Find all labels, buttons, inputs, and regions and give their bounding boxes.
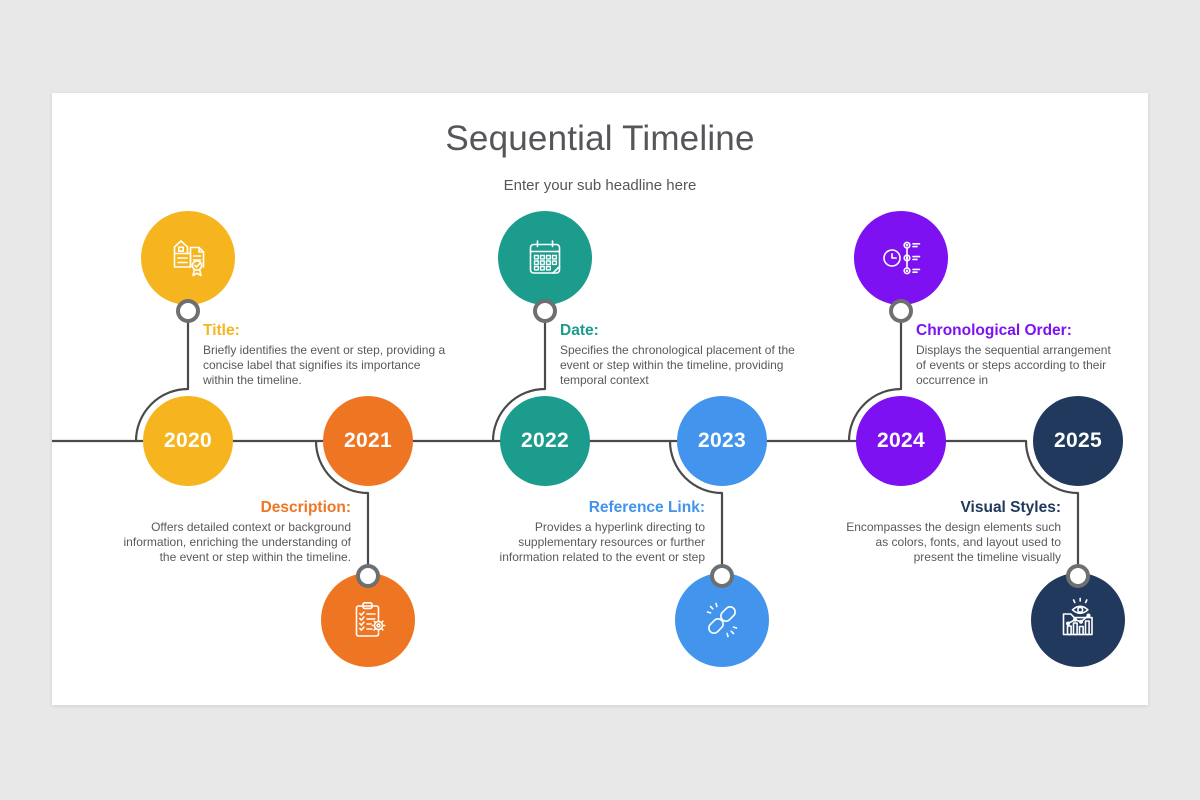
year-label: 2023 [698,429,746,452]
milestone-label: Chronological Order: [916,322,1072,339]
page-subtitle: Enter your sub headline here [503,177,697,194]
year-badge-2023: 2023 [677,396,767,486]
milestone-label: Reference Link: [588,499,705,516]
milestone-description: Provides a hyperlink directing to supple… [499,520,705,564]
milestone-label: Description: [260,499,351,516]
milestone-text-2020: Title: Briefly identifies the event or s… [203,321,449,388]
milestone-description: Specifies the chronological placement of… [560,343,795,387]
page-title: Sequential Timeline [445,119,755,158]
certificate-badge-icon [141,211,235,305]
milestone-description: Briefly identifies the event or step, pr… [203,343,446,387]
year-badge-2020: 2020 [143,396,233,486]
milestone-description: Offers detailed context or background in… [123,520,351,564]
milestone-text-2023: Reference Link: Provides a hyperlink dir… [473,498,705,565]
year-label: 2025 [1054,429,1102,452]
milestone-label: Date: [560,322,599,339]
year-badge-2024: 2024 [856,396,946,486]
milestone-text-2025: Visual Styles: Encompasses the design el… [841,498,1061,565]
slide-card: Sequential Timeline Enter your sub headl… [52,93,1148,705]
year-label: 2020 [164,429,212,452]
milestone-text-2024: Chronological Order: Displays the sequen… [916,321,1116,388]
folder-analytics-eye-icon [1031,573,1125,667]
milestone-description: Displays the sequential arrangement of e… [916,343,1111,387]
clock-sequence-icon [854,211,948,305]
year-badge-2025: 2025 [1033,396,1123,486]
milestone-label: Title: [203,322,240,339]
connector-node-ring [533,299,557,323]
year-label: 2024 [877,429,925,452]
calendar-icon [498,211,592,305]
year-badge-2022: 2022 [500,396,590,486]
milestone-text-2021: Description: Offers detailed context or … [113,498,351,565]
timeline-connector-lines [52,309,1080,578]
connector-node-ring [356,564,380,588]
year-badge-2021: 2021 [323,396,413,486]
connector-node-ring [889,299,913,323]
milestone-text-2022: Date: Specifies the chronological placem… [560,321,804,388]
clipboard-checklist-gear-icon [321,573,415,667]
connector-node-ring [710,564,734,588]
milestone-label: Visual Styles: [960,499,1061,516]
milestone-description: Encompasses the design elements such as … [846,520,1061,564]
year-label: 2021 [344,429,392,452]
year-label: 2022 [521,429,569,452]
chain-link-icon [675,573,769,667]
connector-node-ring [176,299,200,323]
connector-node-ring [1066,564,1090,588]
